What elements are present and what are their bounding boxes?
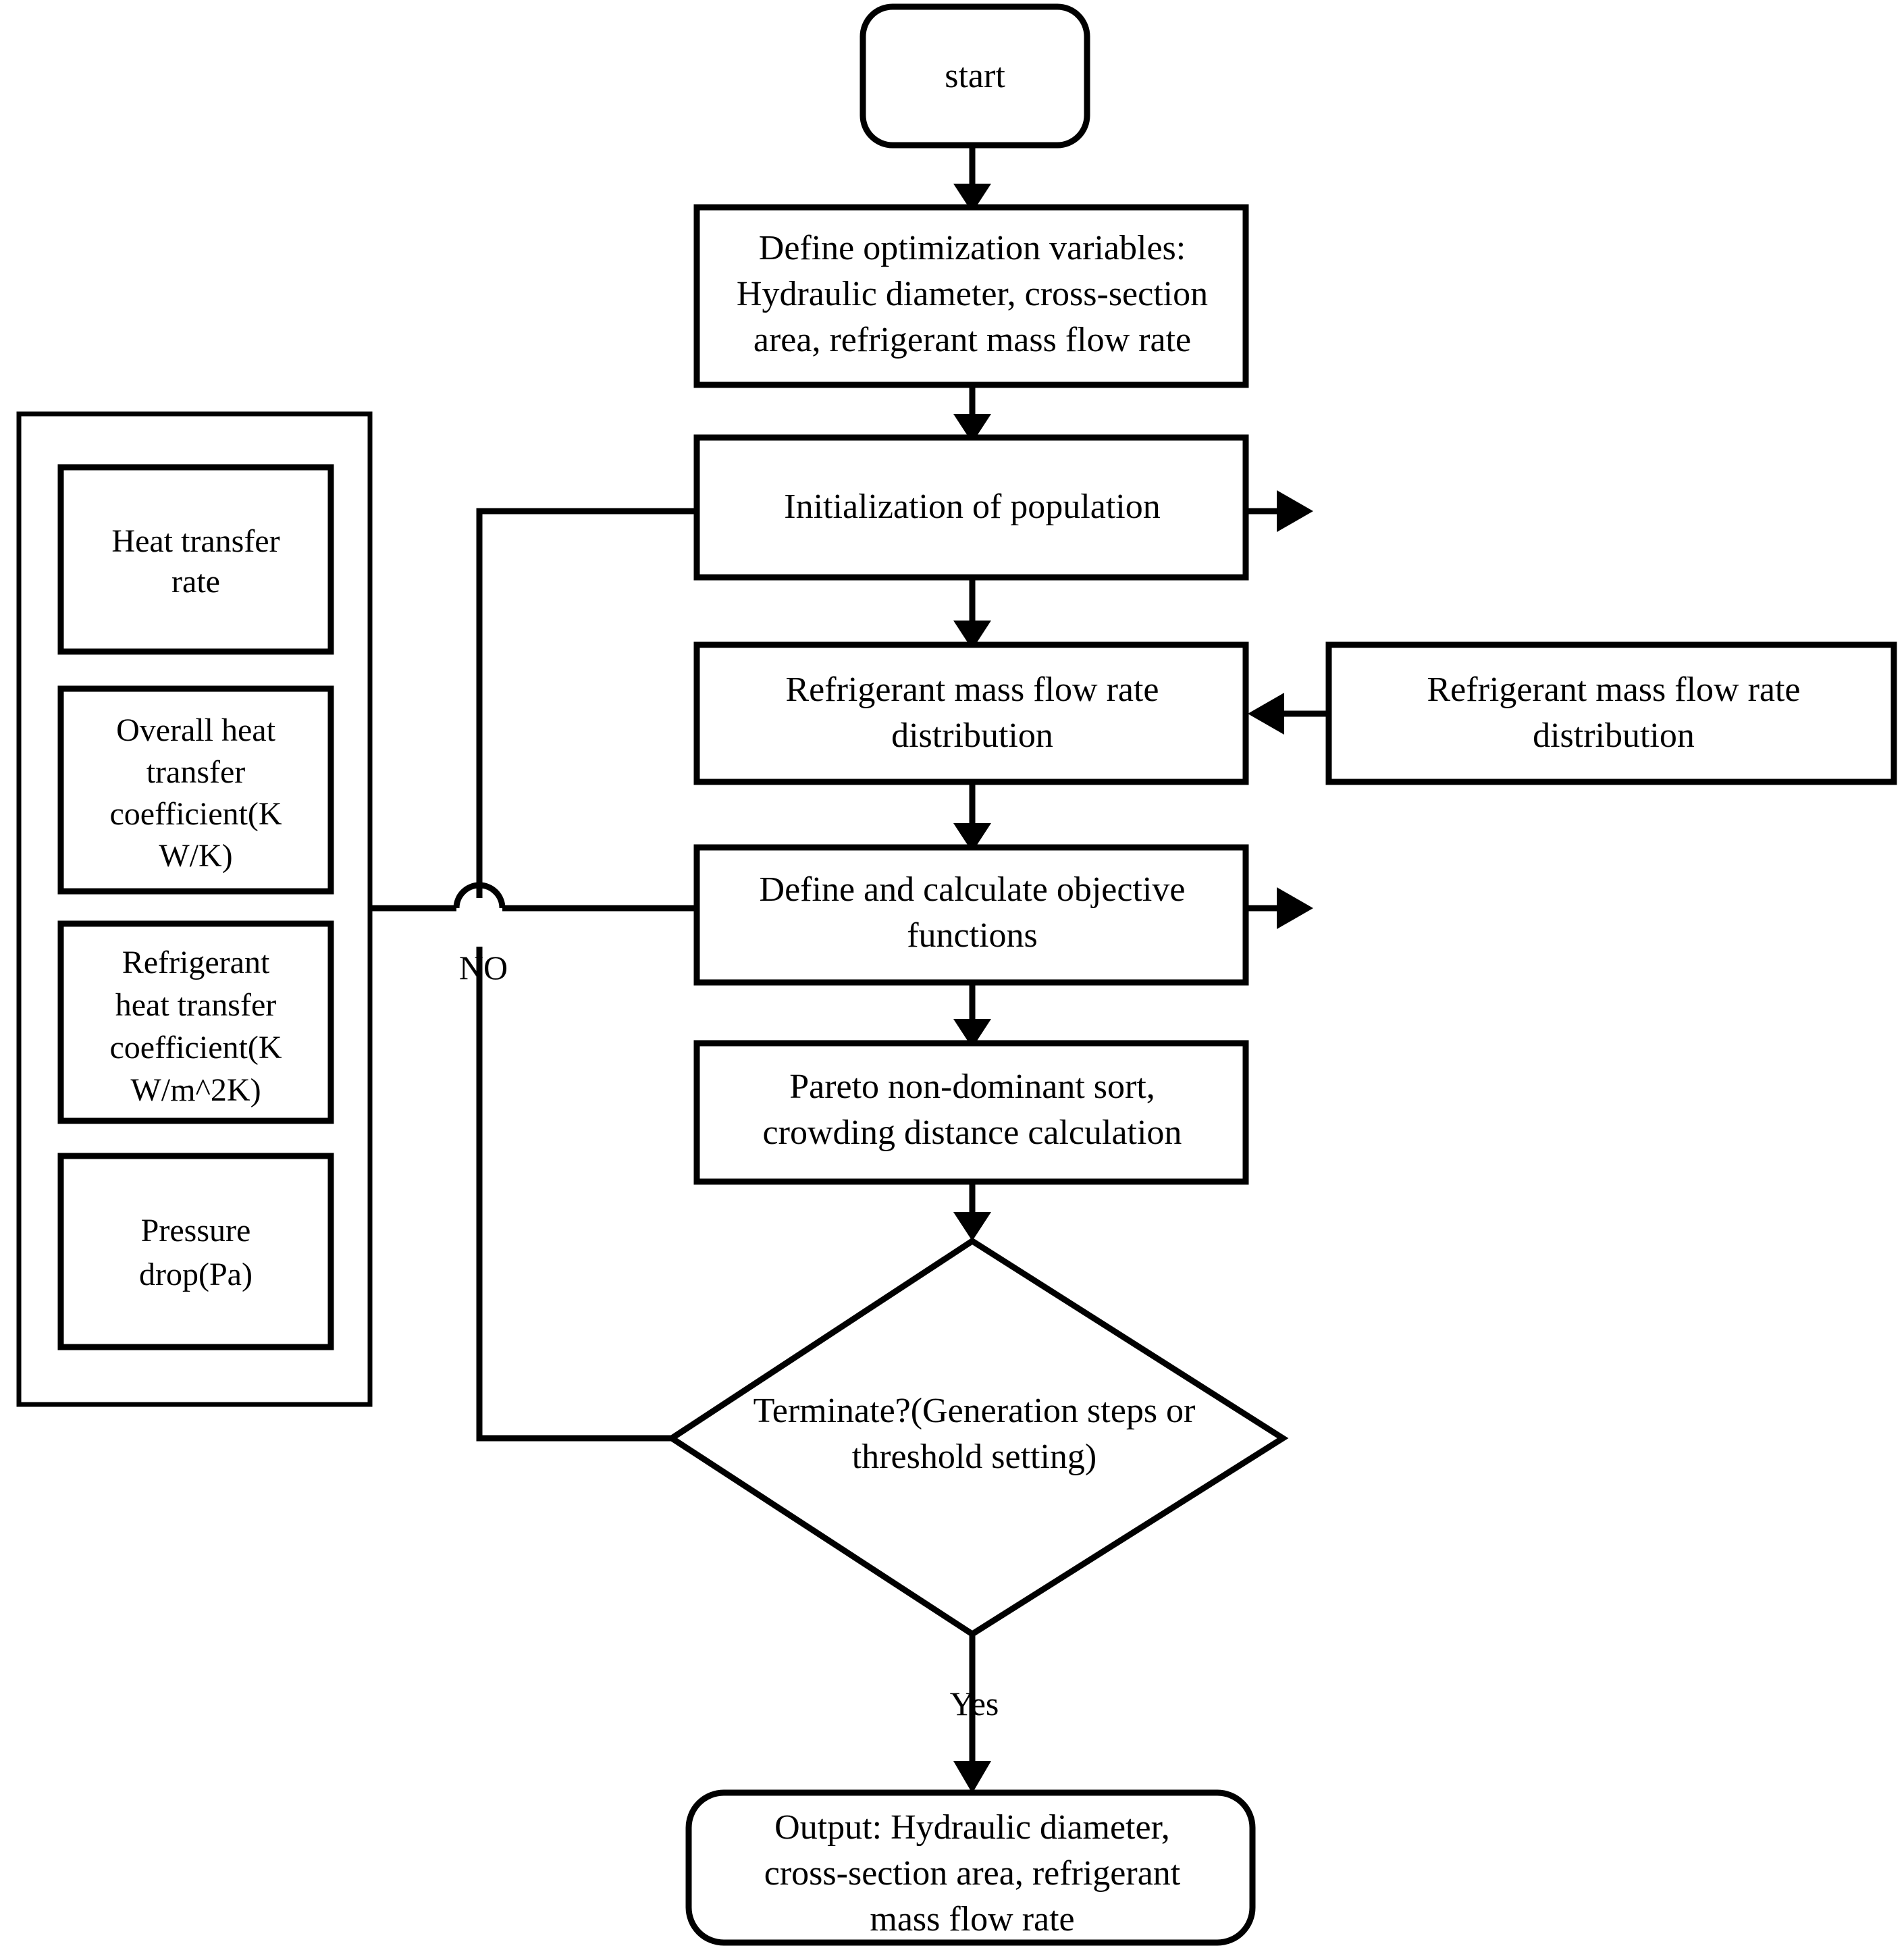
node-objective-functions[interactable]: [693, 844, 1249, 986]
svg-text:area, refrigerant mass flow ra: area, refrigerant mass flow rate: [753, 321, 1191, 359]
svg-text:Refrigerant: Refrigerant: [122, 945, 270, 980]
node-mass-flow-main-label: Refrigerant mass flow rate distribution: [785, 670, 1159, 755]
objective-box-pressure-drop[interactable]: [57, 1153, 334, 1350]
objective-label-pressure-drop: Pressure drop(Pa): [139, 1213, 253, 1292]
svg-text:distribution: distribution: [1533, 716, 1695, 755]
svg-text:Pareto non-dominant sort,: Pareto non-dominant sort,: [789, 1068, 1155, 1106]
svg-text:W/m^2K): W/m^2K): [130, 1072, 261, 1108]
objective-label-refrigerant-heat-transfer-coefficient: Refrigerant heat transfer coefficient(K …: [110, 945, 282, 1108]
connector-objective-to-pareto: [953, 982, 991, 1048]
node-terminate-decision[interactable]: [666, 1237, 1289, 1638]
svg-text:W/K): W/K): [159, 838, 232, 874]
svg-text:rate: rate: [171, 564, 220, 600]
node-pareto-sort-label: Pareto non-dominant sort, crowding dista…: [763, 1068, 1182, 1152]
node-mass-flow-main[interactable]: [693, 641, 1249, 785]
svg-text:Pressure: Pressure: [141, 1213, 251, 1248]
svg-text:heat transfer: heat transfer: [115, 987, 277, 1023]
node-mass-flow-input[interactable]: [1325, 641, 1897, 785]
edge-label-no: NO: [459, 949, 508, 986]
node-objective-functions-label: Define and calculate objective functions: [760, 870, 1186, 955]
svg-text:functions: functions: [907, 916, 1038, 955]
svg-text:coefficient(K: coefficient(K: [110, 796, 282, 832]
objective-label-heat-transfer-rate: Heat transfer rate: [111, 523, 280, 600]
svg-text:Define optimization variables:: Define optimization variables:: [759, 229, 1186, 267]
svg-text:crowding distance calculation: crowding distance calculation: [763, 1113, 1182, 1152]
objective-box-refrigerant-heat-transfer-coefficient[interactable]: [57, 920, 334, 1124]
connector-define-to-initialization: [953, 385, 991, 443]
svg-text:Heat transfer: Heat transfer: [111, 523, 280, 559]
connector-pareto-to-decision: [953, 1182, 991, 1241]
svg-text:transfer: transfer: [147, 754, 246, 790]
svg-text:Hydraulic diameter, cross-sect: Hydraulic diameter, cross-section: [737, 275, 1208, 313]
objective-box-heat-transfer-rate[interactable]: [57, 464, 334, 655]
connector-start-to-define: [953, 145, 991, 213]
svg-text:Output: Hydraulic diameter,: Output: Hydraulic diameter,: [774, 1808, 1170, 1847]
node-output-label: Output: Hydraulic diameter, cross-sectio…: [764, 1808, 1181, 1939]
svg-text:Define and calculate objective: Define and calculate objective: [760, 870, 1186, 909]
objective-label-overall-heat-transfer-coefficient: Overall heat transfer coefficient(K W/K): [110, 712, 282, 874]
node-define-variables-label: Define optimization variables: Hydraulic…: [737, 229, 1208, 359]
node-start-label: start: [945, 57, 1005, 95]
node-initialization-label: Initialization of population: [784, 488, 1160, 526]
svg-text:distribution: distribution: [891, 716, 1053, 755]
node-pareto-sort[interactable]: [693, 1040, 1249, 1185]
node-define-variables[interactable]: [693, 204, 1249, 388]
node-start[interactable]: [860, 3, 1090, 149]
edge-label-yes: Yes: [950, 1685, 999, 1722]
svg-text:Refrigerant mass flow rate: Refrigerant mass flow rate: [1427, 670, 1800, 709]
svg-text:coefficient(K: coefficient(K: [110, 1030, 282, 1065]
node-initialization[interactable]: [693, 434, 1249, 581]
connector-massflow-to-objective: [953, 782, 991, 852]
svg-text:Terminate?(Generation steps or: Terminate?(Generation steps or: [753, 1392, 1196, 1430]
svg-text:drop(Pa): drop(Pa): [139, 1257, 253, 1292]
svg-text:threshold setting): threshold setting): [852, 1438, 1097, 1476]
connector-decision-to-output: [953, 1634, 991, 1793]
node-output[interactable]: [685, 1789, 1256, 1946]
svg-text:Refrigerant mass flow rate: Refrigerant mass flow rate: [785, 670, 1159, 709]
svg-text:mass flow rate: mass flow rate: [870, 1900, 1074, 1939]
connector-initialization-to-massflow: [953, 577, 991, 650]
svg-text:Overall heat: Overall heat: [116, 712, 276, 748]
node-mass-flow-input-label: Refrigerant mass flow rate distribution: [1427, 670, 1800, 755]
svg-text:cross-section area, refrigeran: cross-section area, refrigerant: [764, 1854, 1181, 1893]
node-terminate-decision-label: Terminate?(Generation steps or threshold…: [753, 1392, 1196, 1476]
objective-box-overall-heat-transfer-coefficient[interactable]: [57, 685, 334, 895]
connector-massflow-input-to-main: [1248, 693, 1329, 735]
